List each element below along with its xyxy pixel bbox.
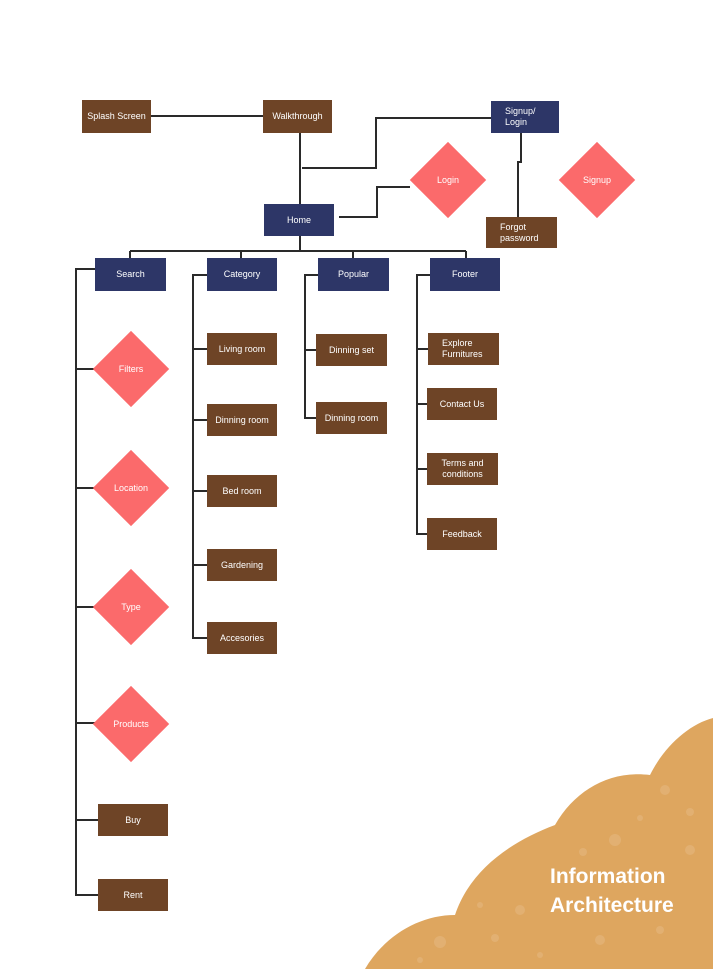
category-node: Category [207,258,277,291]
signup-label: Signup [582,175,612,185]
products-decision: Products [92,685,170,763]
walkthrough-label: Walkthrough [272,111,323,121]
bed-room-node: Bed room [207,475,277,507]
forgot-password-node: Forgot password [486,217,557,248]
dinning-room-popular-label: Dinning room [324,412,379,423]
signup-login-label-line2: Login [505,117,528,127]
forgot-password-label-line1: Forgot [500,221,527,232]
explore-furnitures-node: Explore Furnitures [428,333,499,365]
rent-node: Rent [98,879,168,911]
buy-label: Buy [125,814,141,825]
explore-furnitures-label-line1: Explore [442,338,473,348]
dinning-room-category-label: Dinning room [215,414,269,425]
contact-us-label: Contact Us [439,398,485,409]
category-label: Category [223,269,261,279]
living-room-node: Living room [207,333,277,365]
splash-screen-node: Splash Screen [82,100,151,133]
splash-screen-label: Splash Screen [87,111,146,121]
title-line-2: Architecture [550,894,674,917]
rent-label: Rent [123,889,143,900]
signup-login-label-line1: Signup/ [505,106,536,116]
dinning-set-label: Dinning set [328,344,375,355]
page-title: Information Architecture [550,862,674,920]
title-line-1: Information [550,865,666,888]
buy-node: Buy [98,804,168,836]
dinning-room-popular-node: Dinning room [316,402,387,434]
terms-label-line2: conditions [442,469,483,479]
location-decision: Location [92,449,170,527]
dinning-set-node: Dinning set [316,334,387,366]
explore-furnitures-label-line2: Furnitures [442,349,483,359]
filters-label: Filters [118,364,144,374]
login-label: Login [436,175,460,185]
terms-label-line1: Terms and [441,458,484,468]
login-decision: Login [409,141,487,219]
type-decision: Type [92,568,170,646]
forgot-password-label-line2: password [500,232,539,243]
footer-label: Footer [451,269,478,279]
contact-us-node: Contact Us [427,388,497,420]
signup-decision: Signup [558,141,636,219]
accesories-node: Accesories [207,622,277,654]
bed-room-label: Bed room [222,485,262,496]
products-label: Products [113,719,149,729]
terms-and-conditions-node: Terms and conditions [427,453,498,485]
home-label: Home [286,214,311,225]
footer-node: Footer [430,258,500,291]
feedback-node: Feedback [427,518,497,550]
popular-node: Popular [318,258,389,291]
signup-login-node: Signup/ Login [491,101,559,133]
search-node: Search [95,258,166,291]
dinning-room-category-node: Dinning room [207,404,277,436]
gardening-label: Gardening [220,559,264,570]
filters-decision: Filters [92,330,170,408]
popular-label: Popular [337,269,370,279]
location-label: Location [113,483,149,493]
walkthrough-node: Walkthrough [263,100,332,133]
living-room-label: Living room [218,343,266,354]
type-label: Type [121,602,141,612]
home-node: Home [264,204,334,236]
accesories-label: Accesories [219,632,264,643]
feedback-label: Feedback [442,528,482,539]
gardening-node: Gardening [207,549,277,581]
search-label: Search [116,269,145,279]
